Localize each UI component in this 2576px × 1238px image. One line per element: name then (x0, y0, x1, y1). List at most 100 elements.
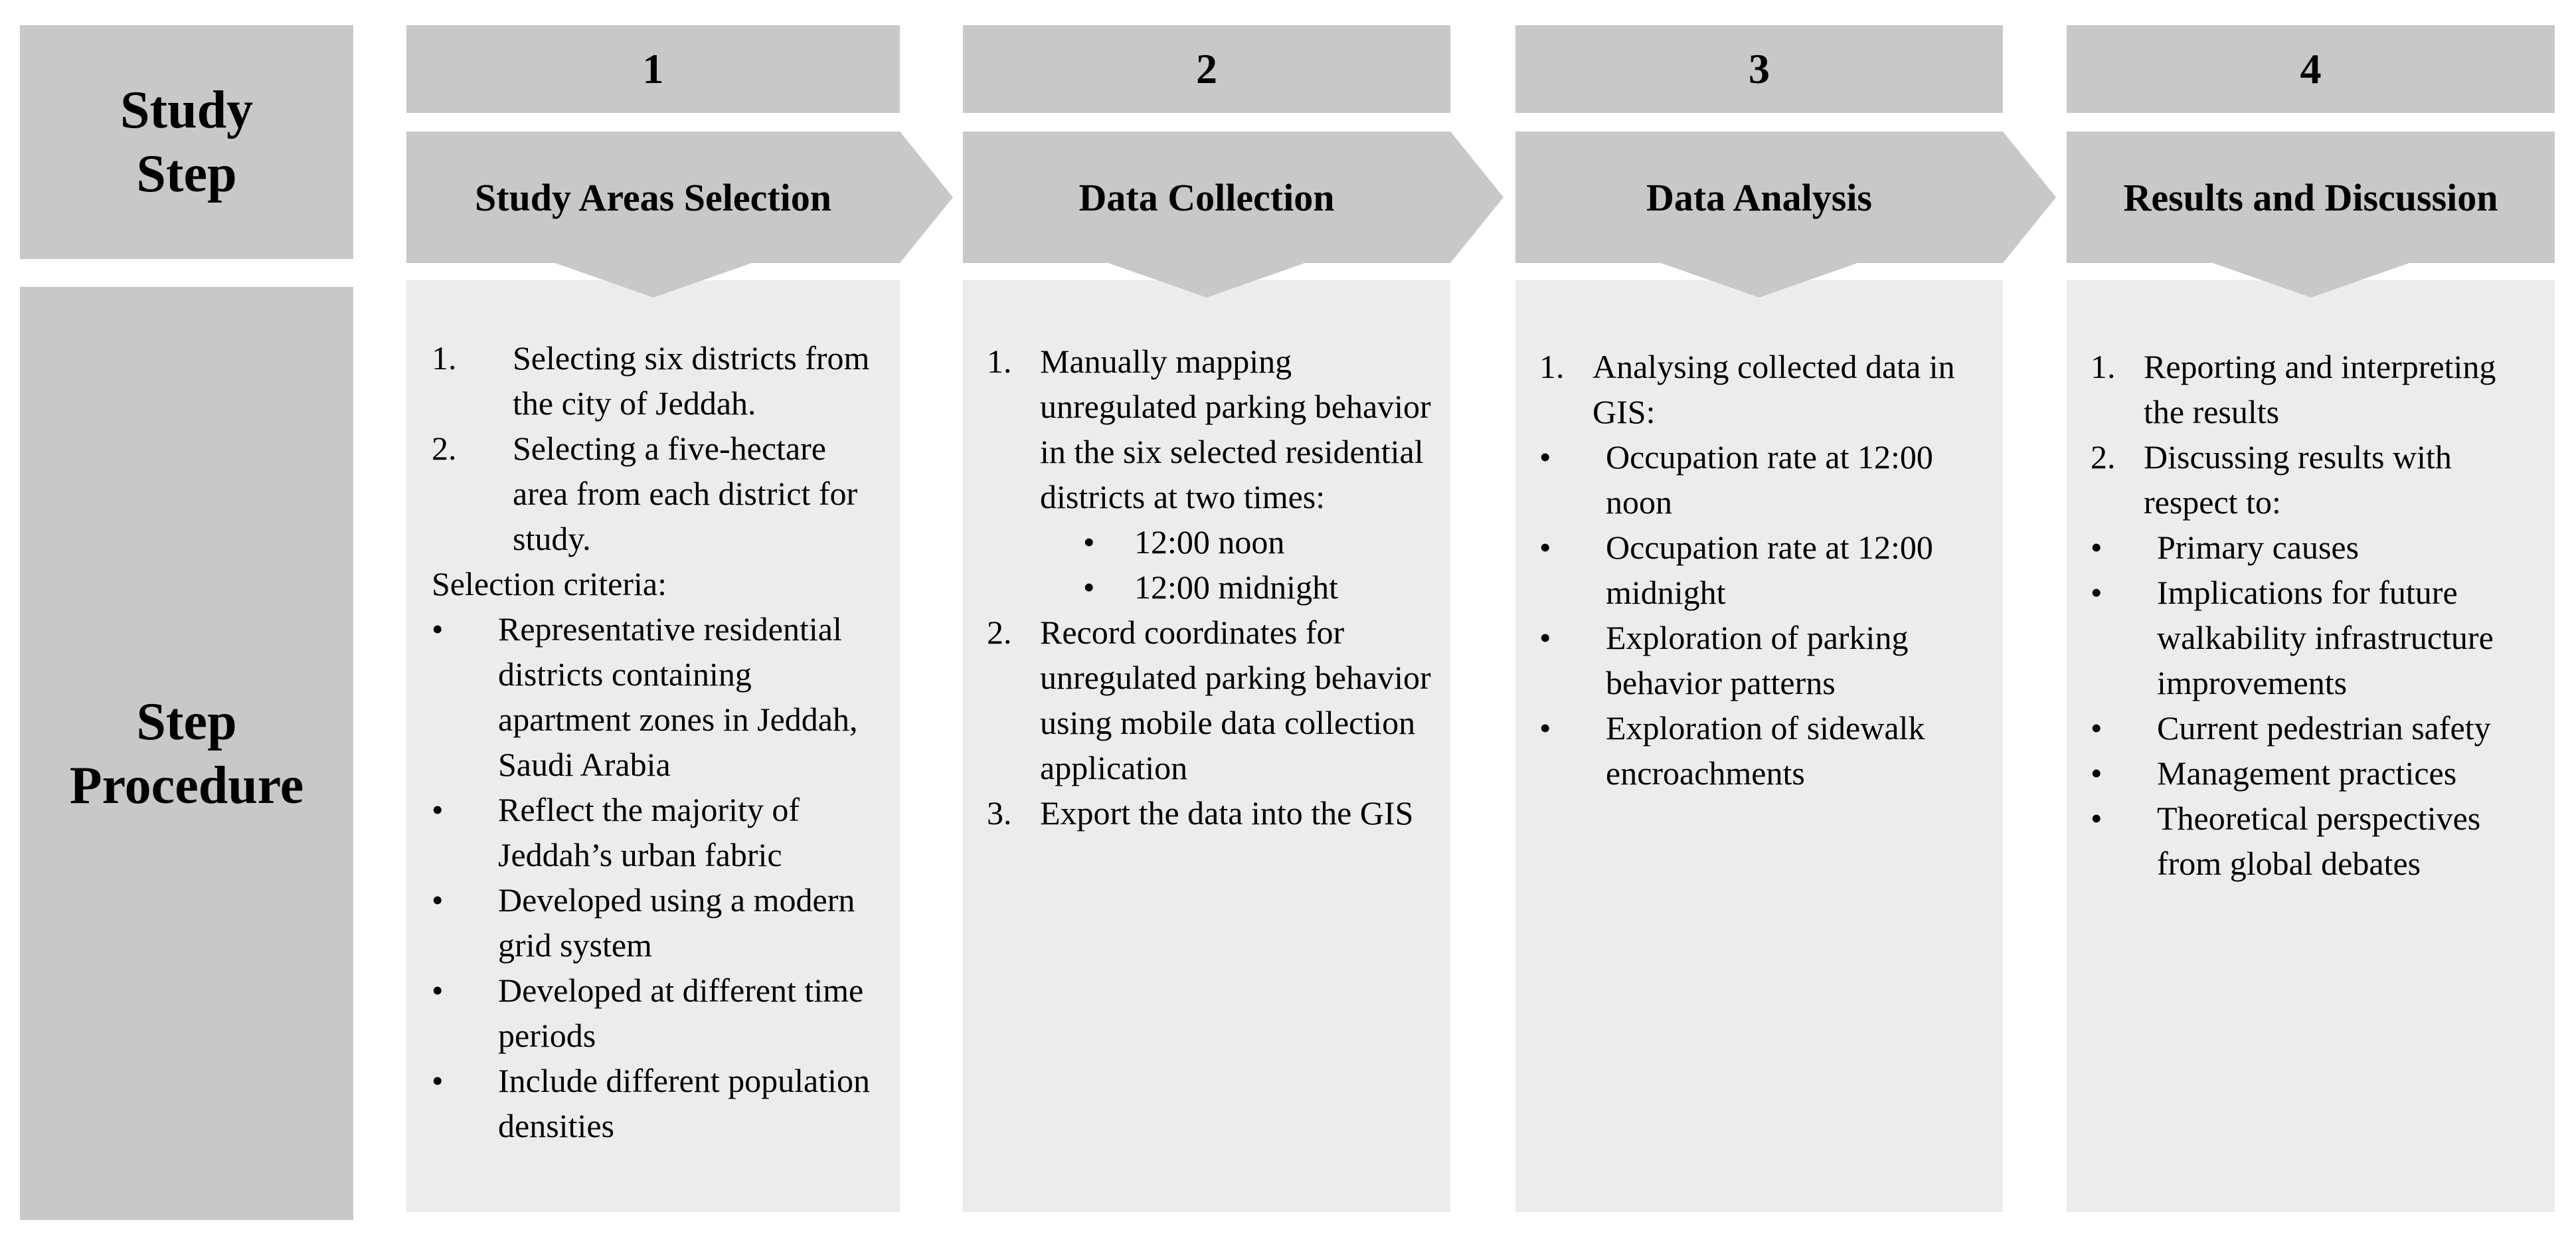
procedure-item: 1. Reporting and interpreting the results (2091, 344, 2541, 434)
item-text: Export the data into the GIS (1040, 794, 1414, 832)
item-text: Manually mapping unregulated parking beh… (1040, 343, 1431, 515)
step-title-2: Data Collection (1078, 175, 1335, 219)
item-text: Theoretical perspectives from global deb… (2157, 800, 2481, 882)
procedure-item: • Occupation rate at 12:00 midnight (1539, 525, 1990, 615)
step-procedure-text-4: 1. Reporting and interpreting the results… (2091, 344, 2541, 886)
procedure-item: 1. Manually mapping unregulated parking b… (987, 339, 1437, 519)
step-number-3: 3 (1515, 25, 2003, 113)
step-number-2: 2 (963, 25, 1450, 113)
list-number: 1. (1539, 348, 1565, 385)
procedure-item: 1. Analysing collected data in GIS: (1539, 344, 1990, 434)
study-step-label: Study Step (20, 25, 353, 259)
procedure-item: • Exploration of sidewalk encroachments (1539, 705, 1990, 796)
procedure-item: • 12:00 midnight (987, 565, 1437, 610)
item-text: Occupation rate at 12:00 noon (1606, 438, 1933, 521)
item-text: 12:00 midnight (1134, 569, 1338, 606)
study-step-line-1: Study (120, 81, 254, 139)
item-text: Analysing collected data in GIS: (1592, 348, 1955, 430)
step-procedure-box-4 (2067, 280, 2555, 1212)
procedure-item: • Reflect the majority of Jeddah’s urban … (432, 787, 887, 877)
procedure-item: • Implications for future walkability inf… (2091, 570, 2541, 705)
item-text: Representative residential districts con… (498, 610, 858, 783)
bullet-icon: • (2091, 800, 2103, 837)
step-title-arrow-4: Results and Discussion (2067, 132, 2555, 263)
bullet-icon: • (432, 791, 444, 828)
bullet-icon: • (2091, 709, 2103, 747)
bullet-icon: • (1083, 569, 1095, 606)
list-number: 3. (987, 794, 1012, 832)
bullet-icon: • (1539, 529, 1551, 566)
item-text: Record coordinates for unregulated parki… (1040, 614, 1431, 786)
list-number: 1. (432, 339, 457, 377)
procedure-item: • Theoretical perspectives from global de… (2091, 796, 2541, 886)
down-chevron-4 (2212, 263, 2409, 298)
list-number: 2. (2091, 438, 2116, 476)
step-procedure-label: Step Procedure (20, 287, 353, 1220)
step-number-1: 1 (406, 25, 900, 113)
item-text: Exploration of sidewalk encroachments (1606, 709, 1925, 792)
bullet-icon: • (432, 972, 444, 1009)
bullet-icon: • (1539, 438, 1551, 476)
down-chevron-2 (1108, 263, 1305, 298)
bullet-icon: • (1539, 709, 1551, 747)
item-text: Selecting six districts from the city of… (513, 339, 870, 422)
down-chevron-3 (1661, 263, 1857, 298)
procedure-item: 1. Selecting six districts from the city … (432, 335, 887, 426)
item-text: 12:00 noon (1134, 523, 1285, 561)
item-text: Current pedestrian safety (2157, 709, 2491, 747)
procedure-item: 2.Discussing results with respect to: (2091, 434, 2541, 525)
bullet-icon: • (1539, 619, 1551, 656)
procedure-item: • Include different population densities (432, 1058, 887, 1148)
procedure-item: 3. Export the data into the GIS (987, 790, 1437, 836)
item-text: Reflect the majority of Jeddah’s urban f… (498, 791, 800, 873)
procedure-item: • Management practices (2091, 751, 2541, 796)
item-text: Management practices (2157, 754, 2457, 792)
procedure-item: • Exploration of parking behavior pattern… (1539, 615, 1990, 705)
step-title-1: Study Areas Selection (474, 175, 832, 219)
list-number: 1. (2091, 348, 2116, 385)
step-title-4: Results and Discussion (2123, 175, 2498, 219)
procedure-item: • Occupation rate at 12:00 noon (1539, 434, 1990, 525)
item-text: Primary causes (2157, 529, 2360, 566)
item-text: Selecting a five-hectare area from each … (513, 430, 858, 557)
bullet-icon: • (432, 610, 444, 648)
step-procedure-box-1 (406, 280, 900, 1212)
step-title-arrow-2: Data Collection (963, 132, 1503, 263)
item-text: Occupation rate at 12:00 midnight (1606, 529, 1933, 611)
item-text: Reporting and interpreting the results (2144, 348, 2496, 430)
item-text: Exploration of parking behavior patterns (1606, 619, 1909, 701)
step-procedure-box-3 (1515, 280, 2003, 1212)
list-number: 1. (987, 343, 1012, 380)
step-title-arrow-1: Study Areas Selection (406, 132, 953, 263)
bullet-icon: • (432, 881, 444, 919)
item-text: Developed using a modern grid system (498, 881, 855, 964)
bullet-icon: • (1083, 523, 1095, 561)
procedure-item: • Developed using a modern grid system (432, 877, 887, 968)
item-text: Include different population densities (498, 1062, 871, 1144)
bullet-icon: • (2091, 754, 2103, 792)
procedure-item: • Current pedestrian safety (2091, 705, 2541, 751)
list-number: 2. (432, 430, 457, 467)
step-title-arrow-3: Data Analysis (1515, 132, 2056, 263)
list-number: 2. (987, 614, 1012, 651)
study-step-line-2: Step (136, 145, 237, 203)
step-number-4: 4 (2067, 25, 2555, 113)
item-text: Implications for future walkability infr… (2157, 574, 2494, 701)
step-procedure-box-2 (963, 280, 1450, 1212)
procedure-item: • Representative residential districts co… (432, 606, 887, 787)
bullet-icon: • (2091, 574, 2103, 611)
down-chevron-1 (555, 263, 752, 298)
bullet-icon: • (2091, 529, 2103, 566)
step-procedure-line-2: Procedure (69, 756, 304, 815)
step-procedure-text-1: 1. Selecting six districts from the city … (432, 335, 887, 1148)
step-procedure-line-1: Step (136, 692, 237, 751)
procedure-item: 2. Record coordinates for unregulated par… (987, 610, 1437, 790)
item-text: Developed at different time periods (498, 972, 864, 1054)
procedure-item: • Primary causes (2091, 525, 2541, 570)
procedure-item: • 12:00 noon (987, 519, 1437, 565)
procedure-item: • Developed at different time periods (432, 968, 887, 1058)
step-title-3: Data Analysis (1646, 175, 1872, 219)
procedure-item: 2. Selecting a five-hectare area from eac… (432, 426, 887, 561)
procedure-text: Selection criteria: (432, 565, 667, 602)
bullet-icon: • (432, 1062, 444, 1099)
